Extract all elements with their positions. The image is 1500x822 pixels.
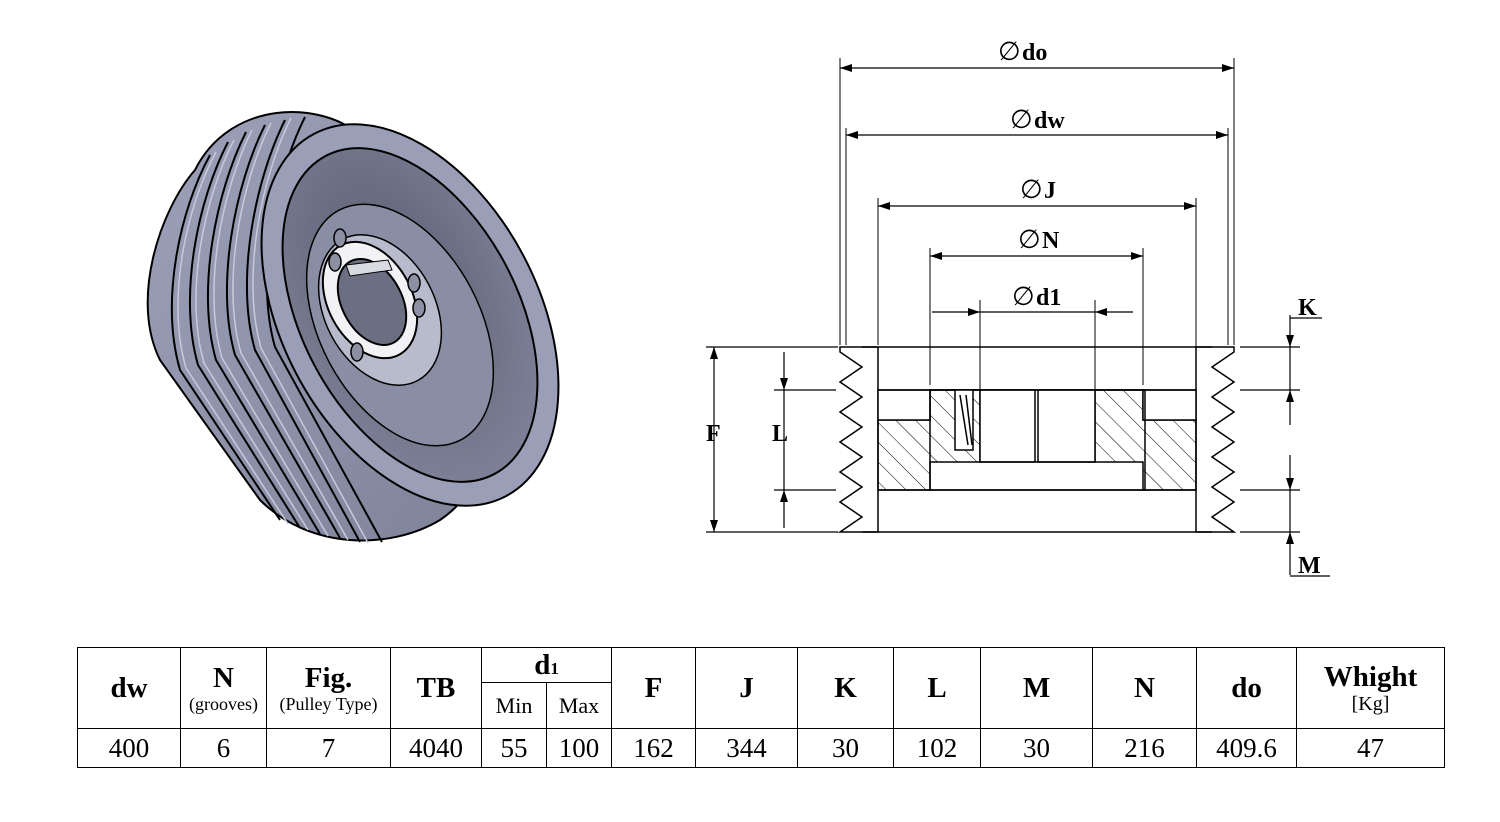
cell-d1-max: 100 — [545, 728, 613, 768]
cell-TB: 4040 — [390, 728, 482, 768]
header-L: L — [893, 647, 982, 729]
header-d1-min: Min — [481, 682, 547, 729]
header-N2: N — [1092, 647, 1198, 729]
cell-do: 409.6 — [1196, 728, 1298, 768]
taper-bush — [321, 228, 426, 362]
cell-F: 162 — [611, 728, 697, 768]
cell-N2: 216 — [1092, 728, 1198, 768]
label-F: F — [706, 421, 721, 447]
header-N: N(grooves) — [180, 647, 267, 729]
diameter-symbol: ∅ — [1010, 105, 1033, 135]
table-header-row: dw N(grooves) Fig.(Pulley Type) TB d1 F … — [77, 647, 1446, 729]
diameter-symbol: ∅ — [998, 37, 1021, 67]
label-N: N — [1042, 228, 1060, 254]
header-fig: Fig.(Pulley Type) — [266, 647, 391, 729]
cell-L: 102 — [893, 728, 982, 768]
header-J: J — [695, 647, 799, 729]
label-d1: d1 — [1036, 285, 1061, 311]
label-L: L — [772, 421, 788, 447]
diameter-symbol: ∅ — [1020, 175, 1043, 205]
header-weight: Whight[Kg] — [1296, 647, 1446, 729]
header-M: M — [980, 647, 1094, 729]
cell-K: 30 — [797, 728, 895, 768]
table-subheader-row: Min Max — [78, 682, 1445, 729]
cell-d1-min: 55 — [481, 728, 547, 768]
pulley-section-drawing: ∅ do ∅ dw ∅ J ∅ N ∅ d1 K F L M — [706, 37, 1330, 579]
cell-N: 6 — [180, 728, 267, 768]
pulley-3d-render — [146, 111, 560, 544]
pulley-section-body — [837, 346, 1237, 533]
header-F: F — [611, 647, 697, 729]
label-do: do — [1022, 40, 1047, 66]
header-d1-max: Max — [545, 682, 613, 729]
cell-J: 344 — [695, 728, 799, 768]
label-K: K — [1298, 295, 1317, 321]
table-row: 400 6 7 4040 55 100 162 344 30 102 30 21… — [77, 728, 1446, 768]
cell-M: 30 — [980, 728, 1094, 768]
label-dw: dw — [1034, 108, 1065, 134]
cell-dw: 400 — [77, 728, 181, 768]
spec-table: dw N(grooves) Fig.(Pulley Type) TB d1 F … — [77, 647, 1446, 768]
cell-fig: 7 — [266, 728, 391, 768]
header-TB: TB — [390, 647, 482, 729]
diameter-symbol: ∅ — [1012, 282, 1035, 312]
header-d1: d1 — [480, 647, 613, 683]
diameter-symbol: ∅ — [1018, 225, 1041, 255]
label-J: J — [1044, 178, 1056, 204]
label-M: M — [1298, 553, 1321, 579]
header-dw: dw — [77, 647, 181, 729]
cell-weight: 47 — [1296, 728, 1446, 768]
header-do: do — [1196, 647, 1298, 729]
header-K: K — [797, 647, 895, 729]
